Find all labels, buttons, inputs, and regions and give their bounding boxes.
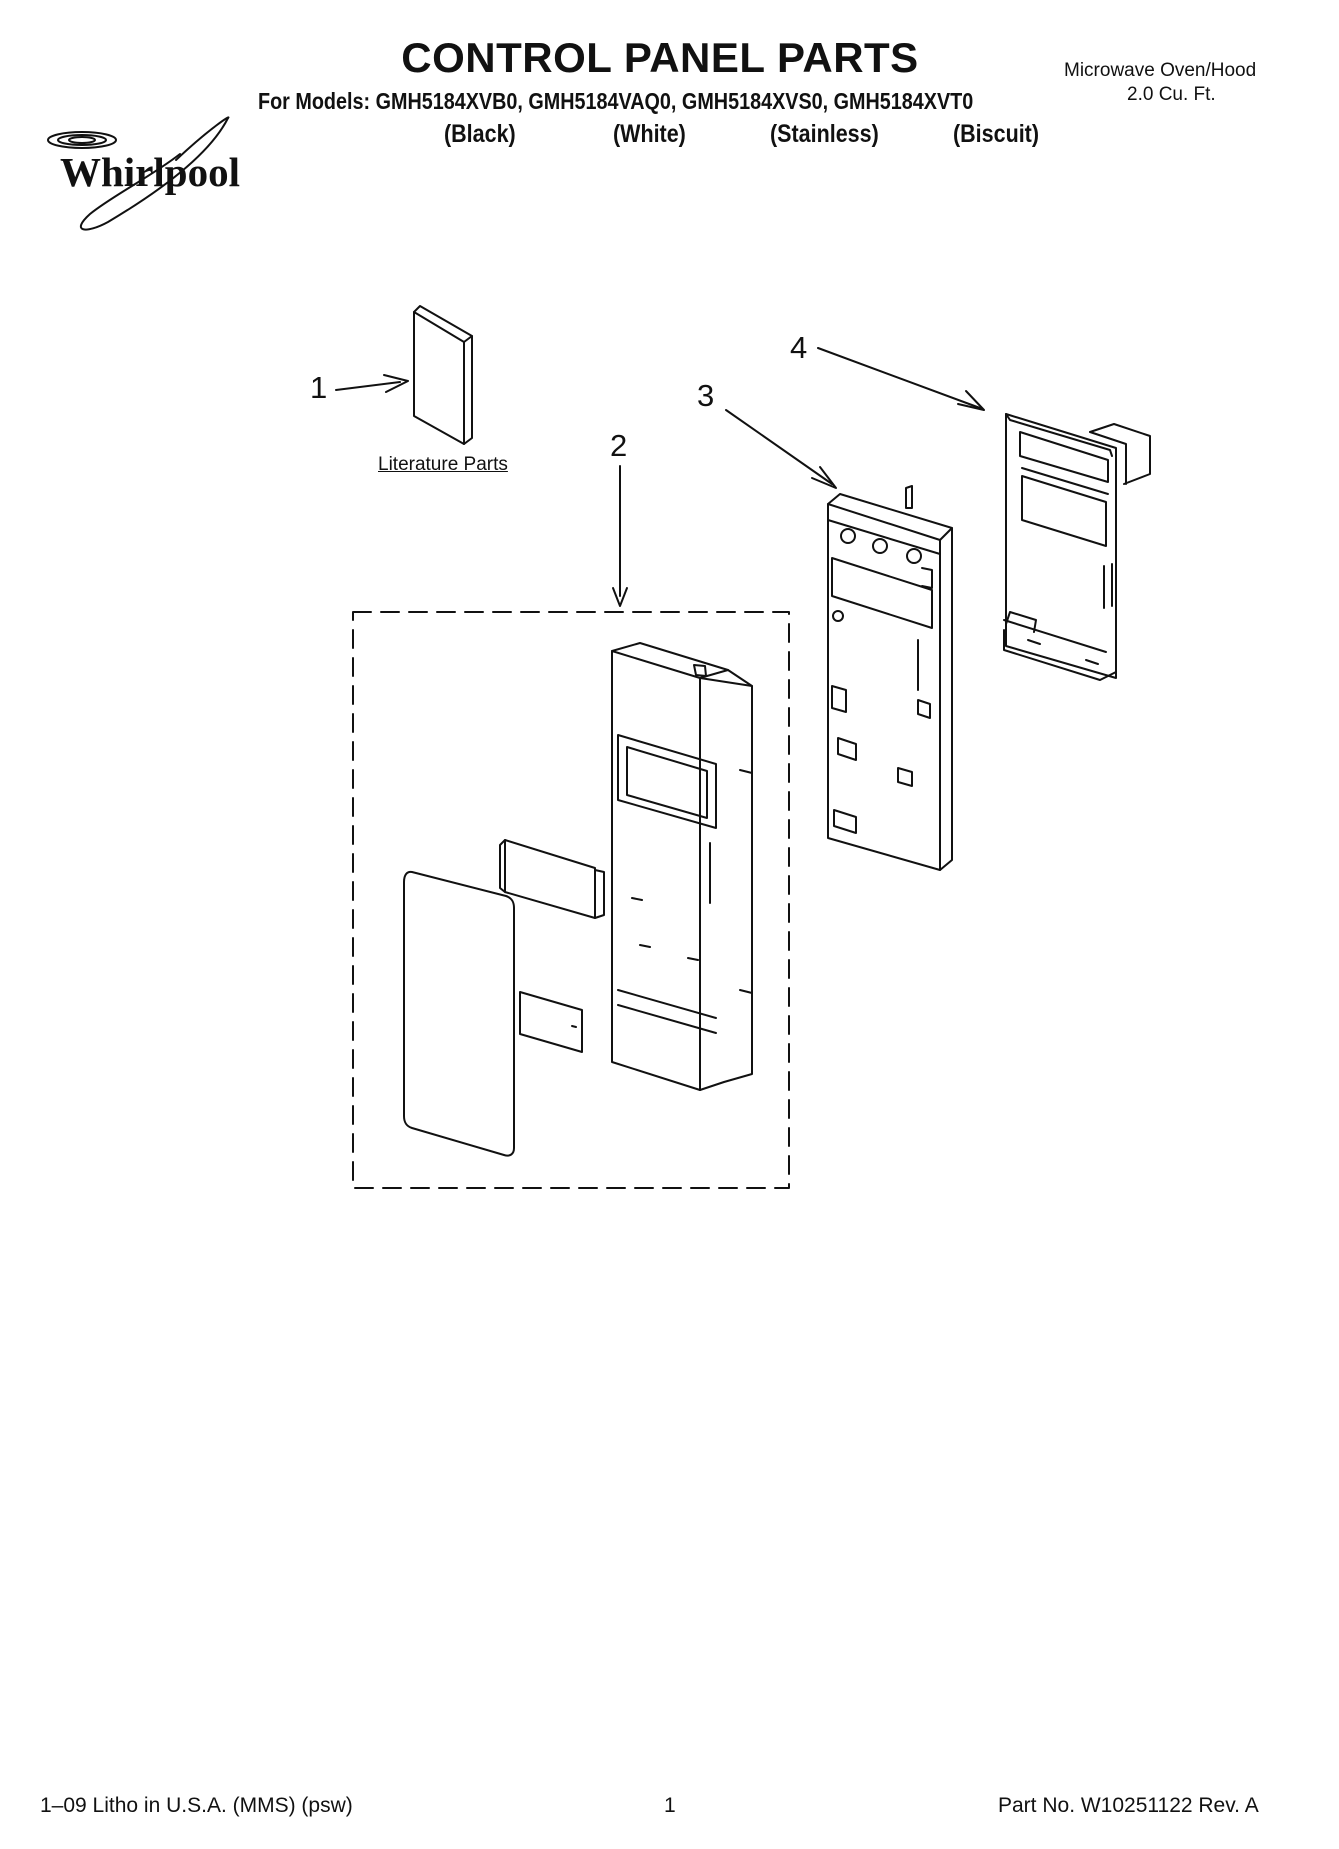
color-label-biscuit: (Biscuit) (953, 120, 1039, 148)
literature-parts-label: Literature Parts (378, 454, 508, 475)
color-label-black: (Black) (444, 120, 516, 148)
footer-page-number: 1 (664, 1794, 676, 1817)
callout-4-leader (818, 348, 980, 408)
callout-number-3: 3 (697, 378, 715, 413)
part-2-control-panel (404, 643, 752, 1156)
product-type: Microwave Oven/Hood (1064, 60, 1257, 81)
part-3-control-housing (828, 486, 952, 870)
color-label-white: (White) (613, 120, 686, 148)
whirlpool-swirl-logo: Whirlpool (48, 117, 240, 229)
callout-number-1: 1 (310, 370, 328, 405)
callout-number-2: 2 (610, 428, 628, 463)
whirlpool-logo-text: Whirlpool (60, 149, 240, 195)
page-title: CONTROL PANEL PARTS (401, 34, 919, 81)
color-label-stainless: (Stainless) (770, 120, 879, 148)
part-4-control-board (1004, 414, 1150, 680)
capacity: 2.0 Cu. Ft. (1127, 84, 1216, 105)
footer-litho: 1–09 Litho in U.S.A. (MMS) (psw) (40, 1794, 353, 1817)
part-2-assembly-box (353, 612, 789, 1188)
callout-3-leader (726, 410, 832, 484)
callout-1-leader (336, 382, 400, 390)
footer-part-number: Part No. W10251122 Rev. A (998, 1794, 1259, 1817)
callout-3-arrowhead (812, 467, 836, 488)
models-line: For Models: GMH5184XVB0, GMH5184VAQ0, GM… (258, 88, 974, 114)
callout-4-arrowhead (958, 391, 984, 410)
callout-2-arrowhead (613, 588, 627, 606)
callout-1-arrowhead (384, 375, 408, 392)
callout-number-4: 4 (790, 330, 808, 365)
part-1-literature-booklet (414, 306, 472, 444)
